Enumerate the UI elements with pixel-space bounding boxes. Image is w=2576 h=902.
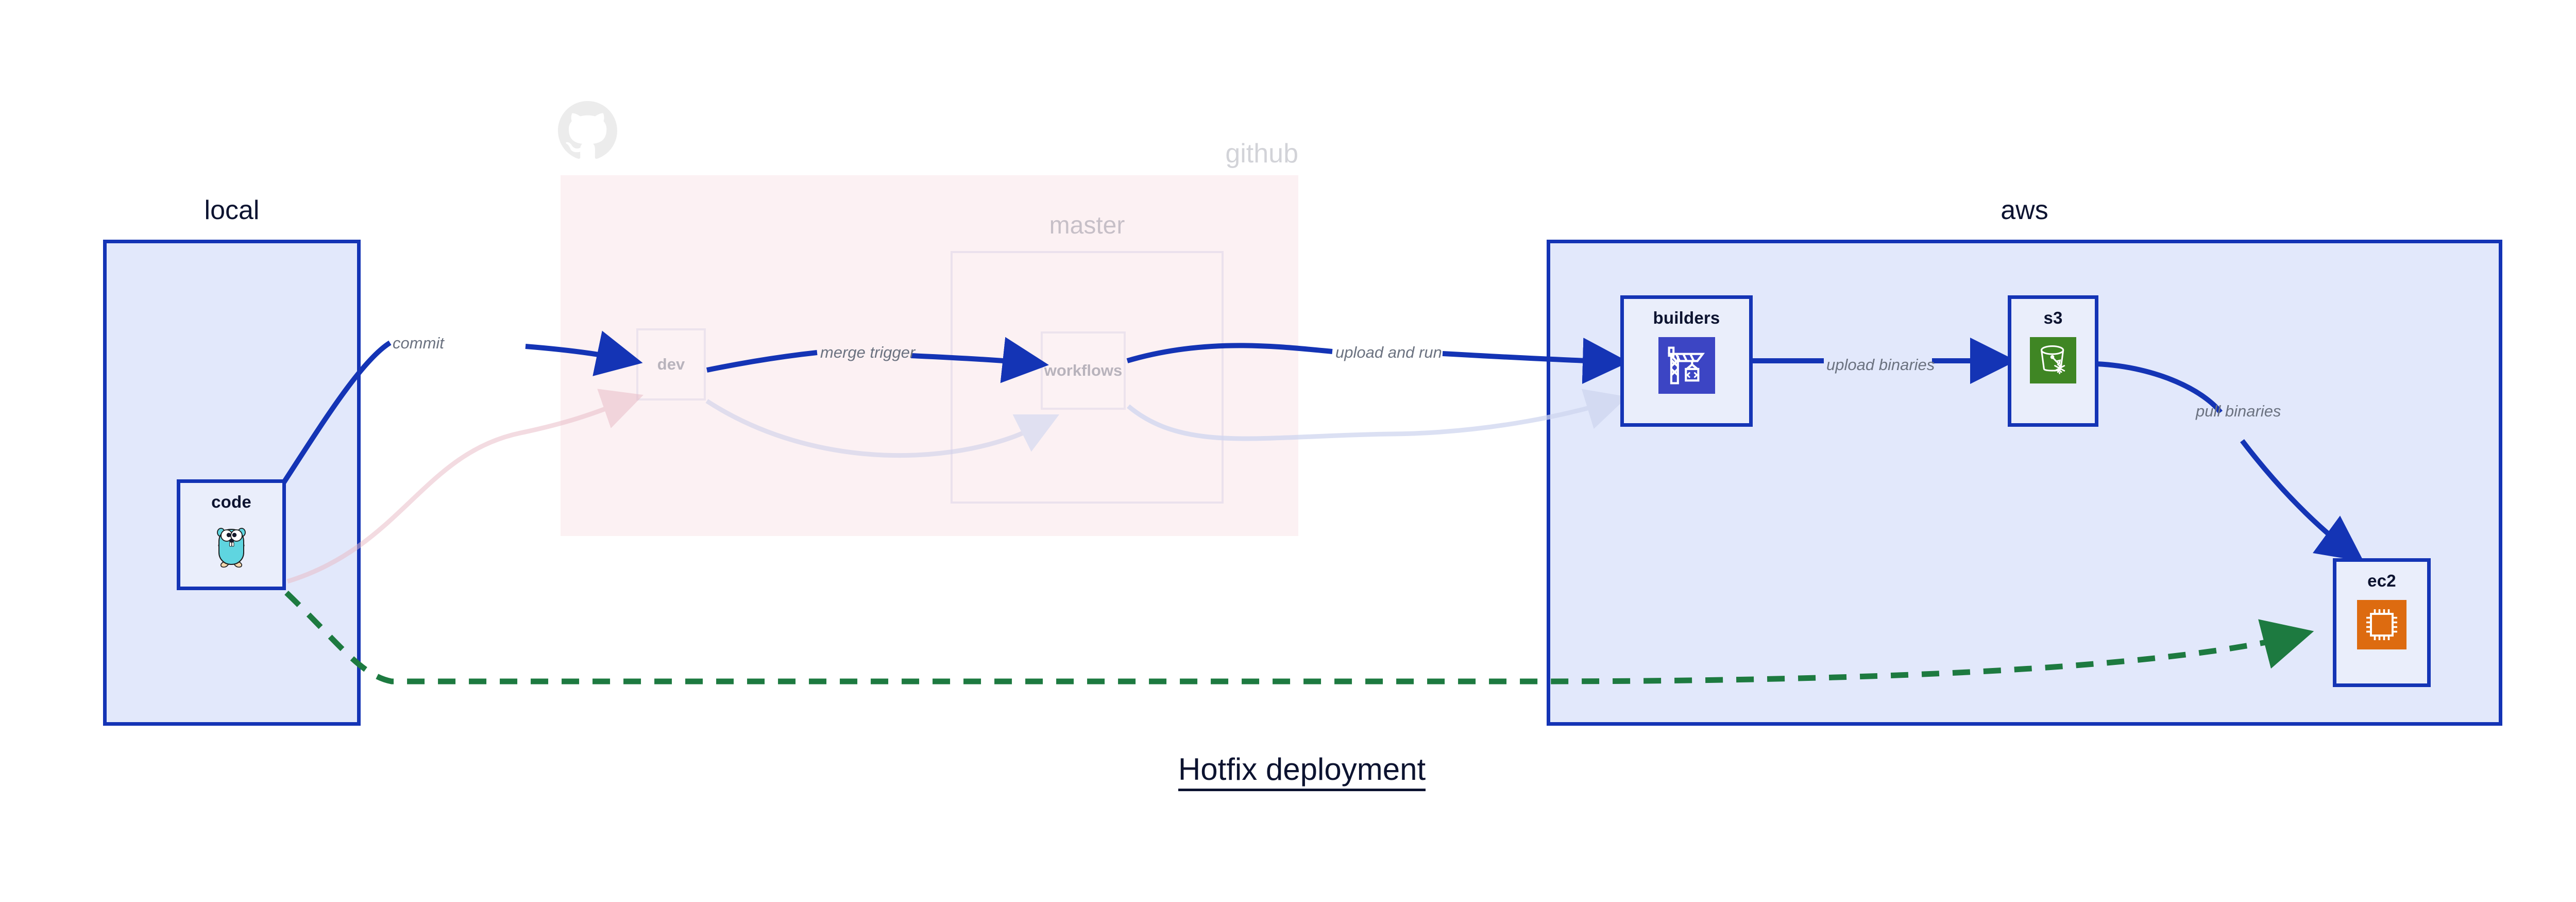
edge-label-upload-binaries: upload binaries (1826, 356, 1935, 374)
diagram-caption: Hotfix deployment (0, 751, 2576, 791)
github-octocat-icon (558, 101, 617, 159)
edge-label-upload-and-run: upload and run (1335, 343, 1442, 361)
aws-codebuild-icon (1658, 337, 1715, 396)
group-local-title: local (204, 195, 260, 225)
group-aws-title: aws (2001, 195, 2048, 225)
node-builders[interactable]: builders (1620, 295, 1753, 427)
node-dev-label: dev (657, 355, 685, 373)
group-github-title: github (1225, 139, 1298, 169)
node-dev[interactable]: dev (636, 328, 706, 400)
go-gopher-icon (214, 521, 249, 573)
aws-s3-icon (2030, 337, 2076, 386)
node-ec2[interactable]: ec2 (2333, 558, 2431, 687)
edge-label-merge-trigger: merge trigger (820, 343, 916, 361)
node-ec2-label: ec2 (2367, 571, 2396, 590)
node-builders-label: builders (1653, 308, 1720, 327)
aws-ec2-icon (2357, 600, 2406, 652)
node-s3[interactable]: s3 (2008, 295, 2098, 427)
subgroup-master-title: master (1049, 212, 1125, 239)
edge-label-commit: commit (393, 334, 444, 352)
edge-label-pull-binaries: pull binaries (2196, 402, 2281, 420)
diagram-caption-text: Hotfix deployment (1178, 752, 1426, 791)
node-s3-label: s3 (2043, 308, 2063, 327)
node-code[interactable]: code (177, 479, 286, 590)
node-workflows-label: workflows (1044, 361, 1123, 379)
subgroup-master (951, 251, 1224, 504)
node-workflows[interactable]: workflows (1041, 331, 1126, 410)
node-code-label: code (211, 492, 251, 511)
